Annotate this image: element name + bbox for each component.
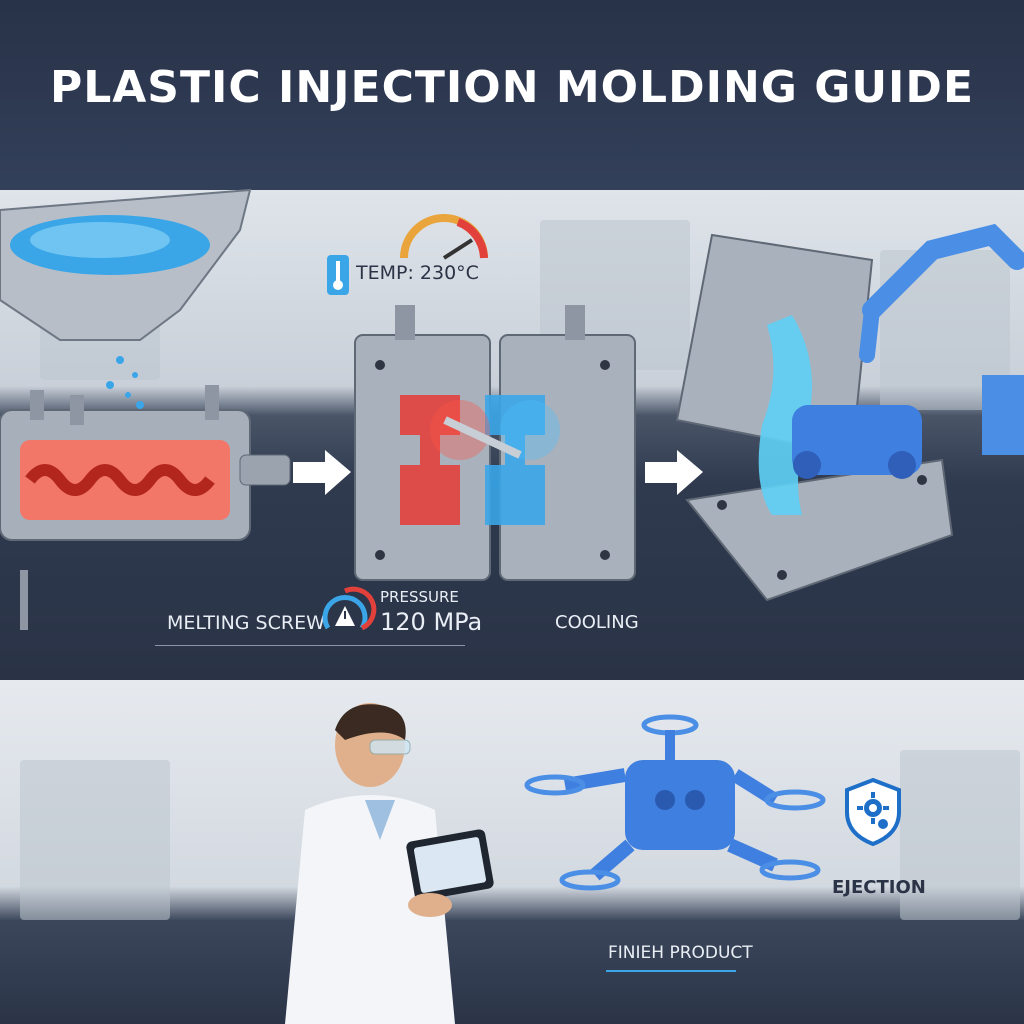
gauge-icon	[400, 214, 488, 260]
pressure-gauge-icon	[322, 586, 377, 631]
thermometer-icon	[327, 255, 349, 295]
arrow-right-icon	[645, 450, 703, 495]
finished-product-underline	[606, 970, 736, 972]
temp-label: TEMP: 230°C	[356, 262, 479, 284]
open-mold-illustration	[354, 305, 636, 581]
pressure-label: PRESSURE	[380, 588, 459, 606]
cooling-label: COOLING	[555, 612, 639, 633]
technician-illustration	[285, 703, 494, 1024]
product-panel	[0, 680, 1024, 1024]
ejection-label: EJECTION	[832, 877, 926, 898]
header-band	[0, 0, 1024, 190]
finished-product-label: FINIEH PRODUCT	[608, 943, 753, 963]
page-title: PLASTIC INJECTION MOLDING GUIDE	[49, 62, 975, 113]
drone-product-illustration	[524, 714, 826, 891]
ejection-illustration	[675, 223, 1024, 602]
background-machine	[900, 750, 1020, 920]
gear-shield-icon	[845, 777, 901, 847]
hopper-and-screw-illustration	[0, 188, 291, 630]
arrow-right-icon	[293, 450, 351, 495]
background-machine	[20, 760, 170, 920]
pressure-value: 120 MPa	[380, 608, 483, 636]
stage-divider	[155, 645, 465, 646]
melting-screw-label: MELTING SCREW	[167, 612, 325, 634]
